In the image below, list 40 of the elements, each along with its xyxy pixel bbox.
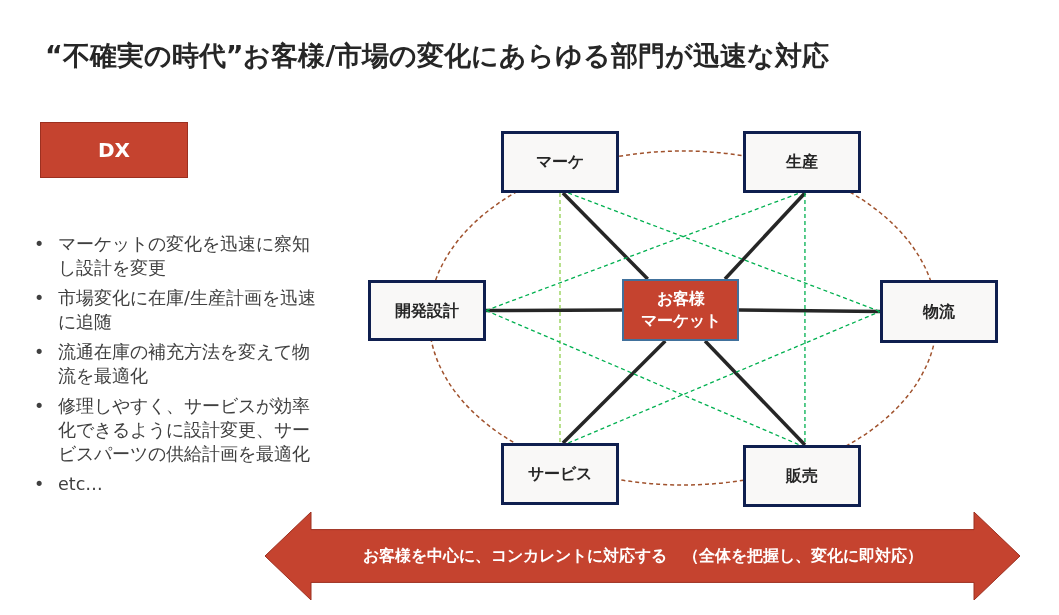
bullet-marker: • (34, 473, 46, 496)
title: “不確実の時代”お客様/市場の変化にあらゆる部門が迅速な対応 (45, 39, 830, 73)
node-label: サービス (528, 463, 592, 485)
connector-line (703, 339, 807, 447)
node-label: お客様 (656, 288, 705, 310)
node-label: マーケ (536, 151, 584, 173)
node-label: 物流 (923, 300, 955, 323)
department-box (743, 131, 861, 193)
connector-line (561, 191, 649, 281)
department-box (880, 280, 998, 343)
connector-line (561, 339, 667, 445)
department-box (501, 443, 619, 505)
bullet-marker: • (34, 341, 46, 364)
node-label: DX (98, 136, 130, 164)
bullet-text: 流通在庫の補充方法を変えて物流を最適化 (58, 341, 311, 388)
bullet-text: 市場変化に在庫/生産計画を迅速に追随 (58, 287, 317, 334)
department-box (368, 280, 486, 341)
node-label: 生産 (786, 151, 818, 173)
center-box (622, 279, 739, 341)
node-label: 販売 (786, 465, 818, 487)
node-label: 開発設計 (395, 299, 459, 322)
connector-line (567, 192, 881, 313)
connector-line (486, 308, 622, 313)
connector-line (739, 308, 880, 314)
bullet-text: etc… (58, 473, 104, 496)
bullet-marker: • (34, 395, 46, 418)
title-box (40, 122, 188, 178)
connector-line (559, 192, 561, 444)
connector-line (723, 191, 807, 281)
connector-line (567, 310, 881, 444)
bullet-marker: • (34, 287, 46, 310)
department-box (743, 445, 861, 507)
bullet-marker: • (34, 233, 46, 256)
department-box (501, 131, 619, 193)
node-label: お客様を中心に、コンカレントに対応する （全体を把握し、変化に即対応） (362, 545, 923, 567)
connector-line (485, 309, 801, 446)
bullet-text: マーケットの変化を迅速に察知し設計を変更 (58, 233, 311, 280)
node-label: マーケット (640, 310, 721, 332)
connector-line (485, 192, 801, 312)
double-arrow-banner (265, 512, 1020, 600)
